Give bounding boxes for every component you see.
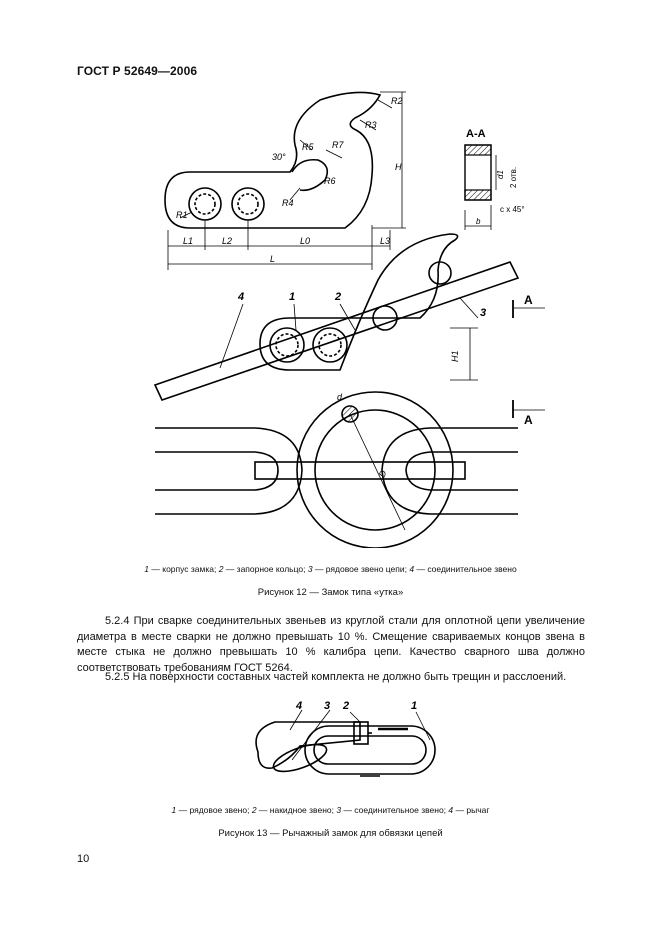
label-d1: d1 bbox=[496, 170, 505, 179]
label-two-holes: 2 отв. bbox=[509, 167, 518, 188]
label-R4: R4 bbox=[282, 198, 294, 208]
label-H1: H1 bbox=[450, 350, 460, 362]
lever bbox=[255, 721, 361, 769]
label-arrow-a-top: А bbox=[524, 293, 533, 307]
fig13-label-2: 2 bbox=[342, 700, 349, 712]
label-D: D bbox=[377, 468, 389, 479]
label-L0: L0 bbox=[300, 236, 310, 246]
label-d: d bbox=[337, 392, 343, 402]
label-R7: R7 bbox=[332, 140, 344, 150]
connecting-link-bar bbox=[153, 261, 520, 401]
label-L2: L2 bbox=[222, 236, 232, 246]
label-part-4: 4 bbox=[237, 291, 244, 303]
fig13-label-1: 1 bbox=[411, 700, 417, 712]
label-arrow-a-bottom: А bbox=[524, 413, 533, 427]
fig13-label-4: 4 bbox=[295, 700, 302, 712]
row-link bbox=[304, 725, 436, 775]
figure-13-title: Рисунок 13 — Рычажный замок для обвязки … bbox=[218, 828, 443, 839]
label-chamfer: c x 45° bbox=[500, 205, 525, 214]
lock-body-assembly bbox=[259, 233, 459, 371]
lock-body-outline bbox=[164, 91, 382, 229]
label-part-1: 1 bbox=[289, 291, 295, 303]
label-b: b bbox=[476, 217, 481, 226]
paragraph-5-2-4: 5.2.4 При сварке соединительных звеньев … bbox=[77, 615, 585, 674]
label-R6: R6 bbox=[324, 176, 336, 186]
label-L3: L3 bbox=[380, 236, 390, 246]
document-header: ГОСТ Р 52649—2006 bbox=[77, 64, 198, 78]
fig13-label-3: 3 bbox=[324, 700, 330, 712]
connecting-link bbox=[272, 743, 328, 773]
label-H: H bbox=[395, 162, 402, 172]
label-R1: R1 bbox=[176, 210, 188, 220]
chain-view bbox=[155, 391, 518, 548]
label-angle: 30° bbox=[272, 152, 286, 162]
section-aa-drawing bbox=[464, 144, 497, 230]
label-section-aa: А-А bbox=[466, 128, 486, 140]
label-R2: R2 bbox=[391, 96, 403, 106]
label-R5: R5 bbox=[302, 142, 314, 152]
label-L: L bbox=[270, 254, 275, 264]
figure-13-legend: 1 — рядовое звено; 2 — накидное звено; 3… bbox=[171, 805, 490, 815]
figure-12-legend: 1 — корпус замка; 2 — запорное кольцо; 3… bbox=[144, 564, 517, 574]
page-number: 10 bbox=[77, 853, 90, 865]
paragraph-5-2-5: 5.2.5 На поверхности составных частей ко… bbox=[105, 671, 567, 683]
label-part-2: 2 bbox=[334, 291, 341, 303]
figure-13-drawing: 4 3 2 1 bbox=[255, 700, 436, 777]
label-part-3: 3 bbox=[480, 307, 486, 319]
figure-12-drawing: R2 R3 R5 R7 R6 R4 R1 30° H L1 L2 L0 L3 L… bbox=[153, 91, 545, 548]
figure-12-title: Рисунок 12 — Замок типа «утка» bbox=[257, 587, 404, 598]
label-L1: L1 bbox=[183, 236, 193, 246]
label-R3: R3 bbox=[365, 120, 377, 130]
